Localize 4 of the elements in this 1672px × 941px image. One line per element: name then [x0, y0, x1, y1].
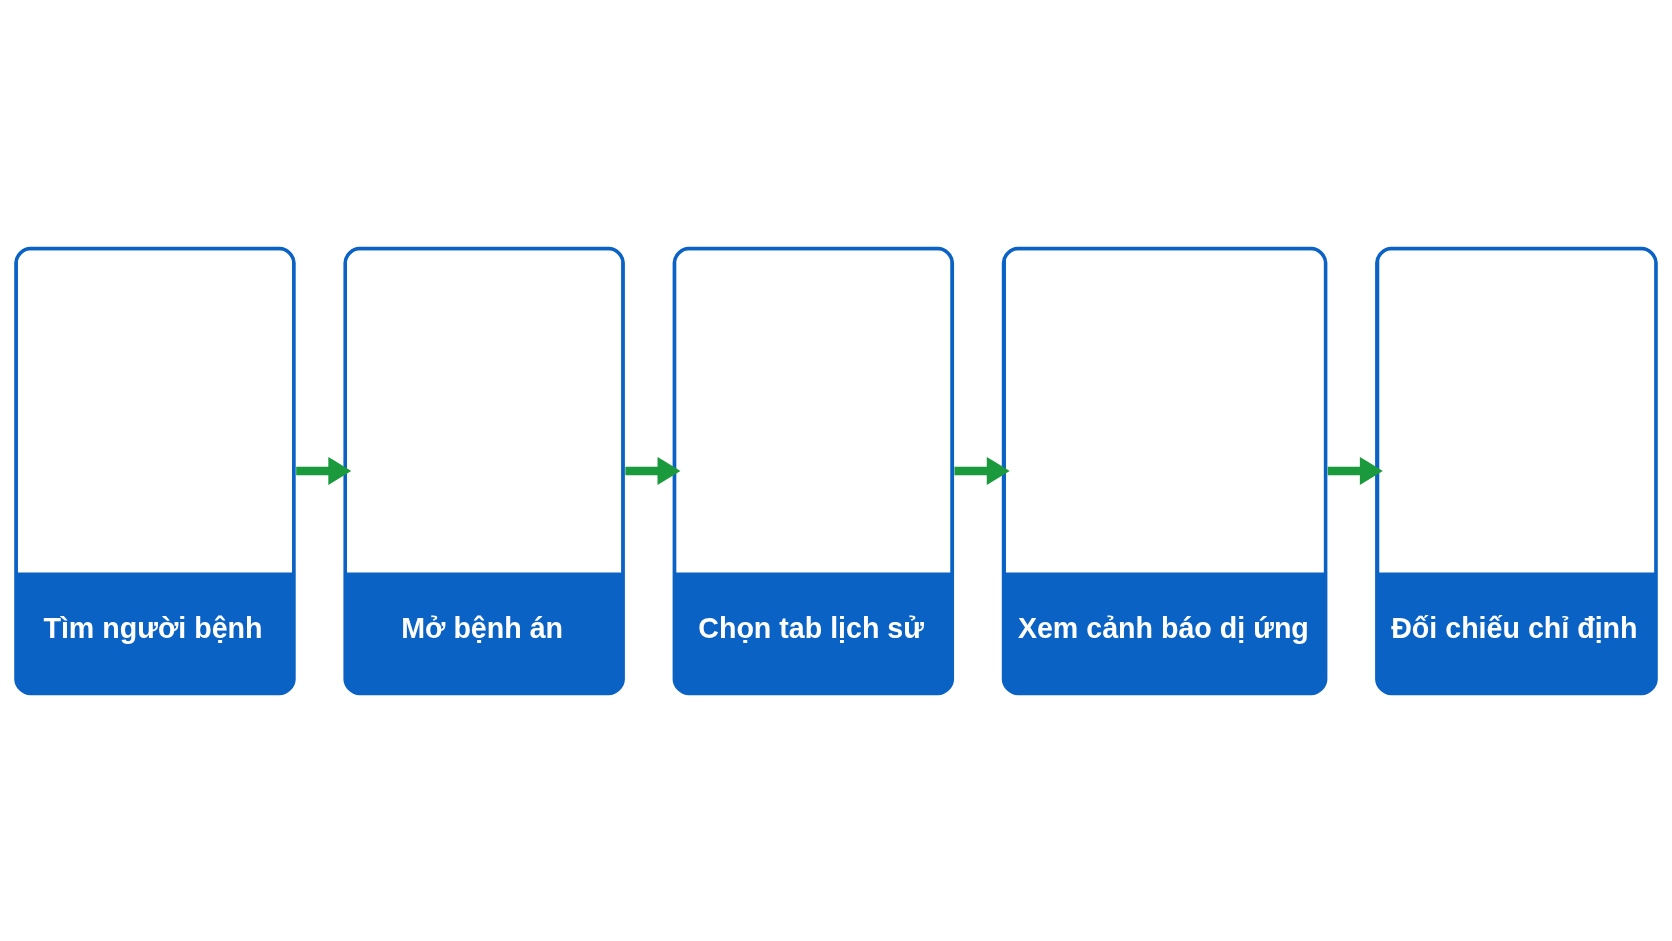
arrow: [954, 456, 1010, 485]
arrow: [625, 456, 681, 485]
arrow: [1327, 456, 1383, 485]
arrow: [296, 456, 352, 485]
